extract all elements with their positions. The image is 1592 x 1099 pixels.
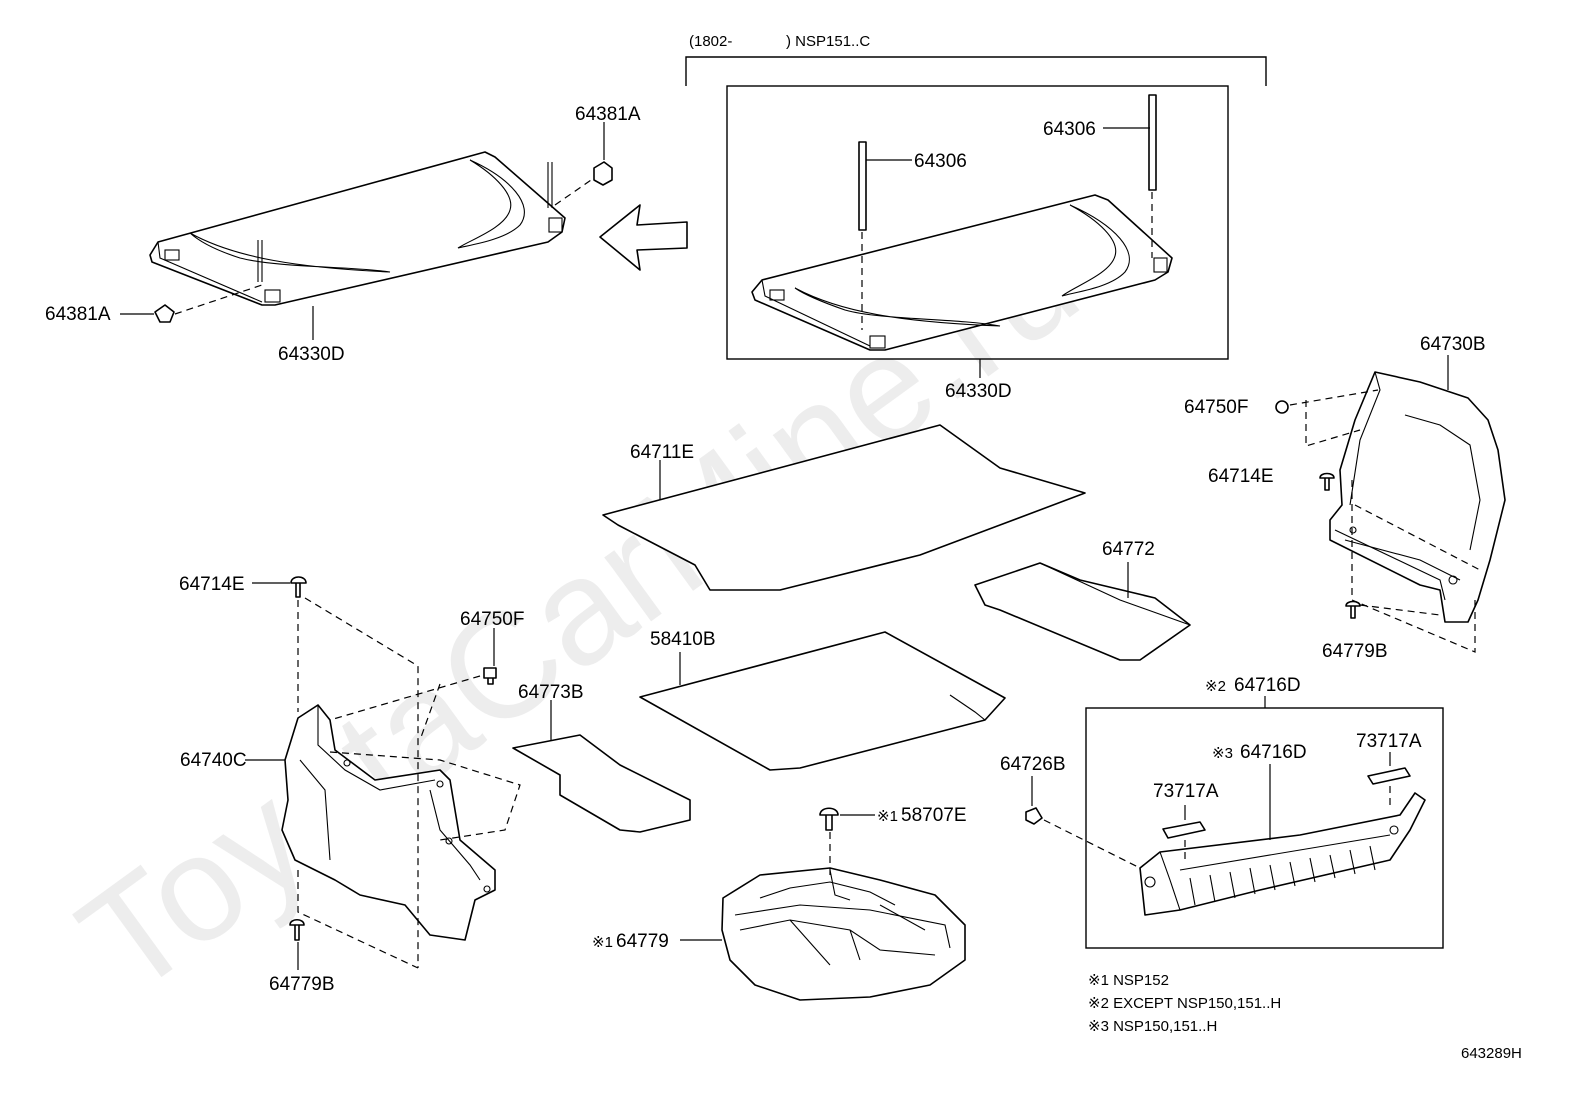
callout-64740c: 64740C [180,750,247,771]
note-2: ※2 EXCEPT NSP150,151..H [1088,995,1281,1012]
clip-64779b-right [1345,600,1361,619]
note-3: ※3 NSP150,151..H [1088,1018,1217,1035]
callout-64714e-left: 64714E [179,574,245,595]
cap-73717a-right [1367,767,1411,785]
mark-58707e: ※1 [877,808,898,825]
clip-64779b-left [289,918,305,941]
side-trim-left [281,704,496,941]
clip-64726b [1025,807,1043,825]
callout-64779: 64779 [616,931,669,952]
mark-64779: ※1 [592,934,613,951]
callout-64714e-right: 64714E [1208,466,1274,487]
variant-box [726,85,1229,360]
strap-64306-b [1148,94,1157,191]
clip-58707e [819,807,839,831]
callout-64779b-right: 64779B [1322,641,1388,662]
strap-64306-a [858,141,867,231]
callout-64716d-top: 64716D [1234,675,1301,696]
variant-bracket [685,56,1267,86]
note-1: ※1 NSP152 [1088,972,1169,989]
callout-64773b: 64773B [518,682,584,703]
callout-64750f-right: 64750F [1184,397,1248,418]
callout-64306-b: 64306 [1043,119,1096,140]
diagram-id: 643289H [1461,1045,1522,1062]
clip-64714e-left [290,576,307,598]
callout-64306-a: 64306 [914,151,967,172]
callout-64330d-left: 64330D [278,344,345,365]
callout-73717a-left: 73717A [1153,781,1219,802]
scuff-plate-64716d [1139,792,1426,916]
bolt-64750f-right [1275,400,1289,414]
callout-64381a-left: 64381A [45,304,111,325]
clip-64714e-right [1319,472,1335,491]
storage-tray-64779 [721,867,966,1001]
callout-64772: 64772 [1102,539,1155,560]
callout-64726b: 64726B [1000,754,1066,775]
callout-58410b: 58410B [650,629,716,650]
callout-64750f-left: 64750F [460,609,524,630]
mark-64716d-inner: ※3 [1212,745,1233,762]
callout-64730b: 64730B [1420,334,1486,355]
callout-64779b-left: 64779B [269,974,335,995]
panel-64773b [512,734,691,833]
direction-arrow [599,204,688,271]
tonneau-board-left [149,151,566,306]
floor-mat-64711e [602,424,1086,591]
bolt-64750f-left [483,667,497,685]
floor-board-58410b [639,631,1006,771]
bracket-model: ) NSP151..C [786,33,870,50]
callout-64716d-inner: 64716D [1240,742,1307,763]
callout-58707e: 58707E [901,805,967,826]
mark-64716d-top: ※2 [1205,678,1226,695]
scuff-plate-box [1085,707,1444,949]
tonneau-board-boxed [751,194,1173,351]
clip-64381a-left [154,304,175,323]
callout-64381a-right: 64381A [575,104,641,125]
callout-64711e: 64711E [630,442,694,463]
callout-64330d-box: 64330D [945,381,1012,402]
panel-64772 [974,562,1191,661]
side-trim-right [1329,371,1506,623]
clip-64381a-right [593,161,613,186]
callout-73717a-right: 73717A [1356,731,1422,752]
bracket-range: (1802- [689,33,732,50]
cap-73717a-left [1162,821,1206,839]
